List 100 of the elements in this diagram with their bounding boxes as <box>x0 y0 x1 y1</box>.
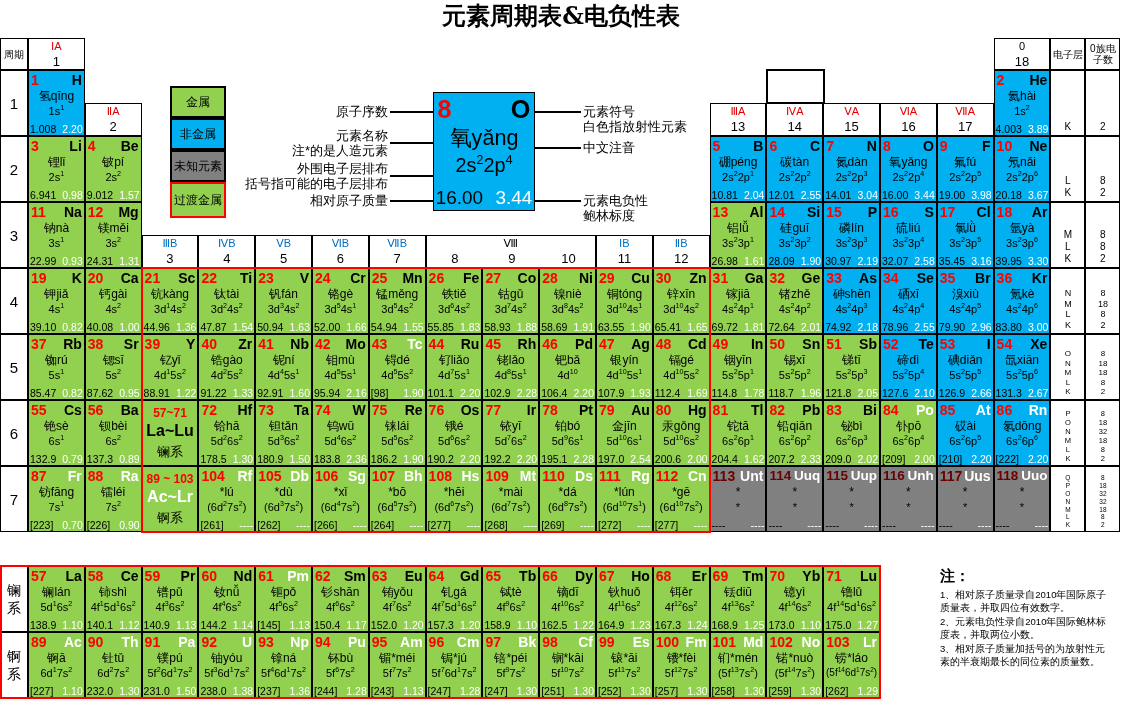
element-symbol: Xe <box>1030 337 1048 351</box>
series-label: 镧系 <box>7 580 21 618</box>
callout-text: 鲍林标度 <box>583 208 635 223</box>
electronegativity: 1.93 <box>630 387 651 398</box>
column-heading: 周期 <box>3 48 25 60</box>
callout-text: 相对原子质量 <box>310 193 388 208</box>
electronegativity: 1.30 <box>800 685 822 696</box>
element-name: 钫fāng <box>38 486 75 498</box>
electronegativity: ---- <box>636 519 651 530</box>
element-symbol: Cd <box>687 337 707 351</box>
element-name: 铷rú <box>45 354 68 366</box>
group-name: ⅢA <box>730 106 746 117</box>
electron-configuration: (6d$^{10}$7s$^{1}$) <box>602 502 646 513</box>
atomic-number: 104 <box>201 469 225 483</box>
element-cell <box>84 136 142 202</box>
element-cell <box>993 334 1051 400</box>
element-name: 氯lǜ <box>954 222 976 234</box>
element-name: 钕nǚ <box>214 586 240 598</box>
atomic-mass: 114.8 <box>711 387 738 398</box>
electronegativity: 0.79 <box>62 453 83 464</box>
atomic-number: 6 <box>769 139 778 153</box>
element-symbol: Rf <box>237 469 253 483</box>
electron-configuration: 2s$^{2}$ <box>105 172 121 183</box>
period-number: 1 <box>9 95 19 111</box>
atomic-mass: 26.98 <box>711 255 738 266</box>
element-symbol: No <box>801 635 821 649</box>
element-symbol: Cm <box>456 635 480 649</box>
electronegativity: 1.10 <box>62 685 83 696</box>
atomic-mass: 204.4 <box>711 453 738 464</box>
atomic-number: 69 <box>712 569 729 583</box>
electron-configuration: (6d$^{10}$7s$^{2}$) <box>659 502 703 513</box>
element-cell <box>482 334 540 400</box>
atomic-number: 48 <box>655 337 672 351</box>
element-cell <box>709 202 767 268</box>
element-cell <box>312 268 369 334</box>
element-cell <box>312 566 369 632</box>
element-symbol: Bk <box>518 635 537 649</box>
atomic-number: 23 <box>258 271 274 285</box>
electronegativity: 3.30 <box>1027 255 1049 266</box>
element-cell <box>84 268 142 334</box>
element-symbol: Tm <box>742 569 764 583</box>
atomic-mass: 22.99 <box>30 255 57 266</box>
element-cell <box>312 466 369 532</box>
element-name: 铒ěr <box>669 586 693 598</box>
atomic-number: 22 <box>201 271 217 285</box>
period-number: 2 <box>9 161 19 177</box>
group-number: 11 <box>617 252 632 265</box>
electronegativity: 1.61 <box>743 255 765 266</box>
element-name: 铯sè <box>44 420 69 432</box>
atomic-mass: 101.1 <box>427 387 454 398</box>
atomic-number: 25 <box>371 271 388 285</box>
element-symbol: Ga <box>744 271 764 285</box>
element-name: 铝lǚ <box>727 222 749 234</box>
element-name: 氢qīng <box>38 90 75 102</box>
atomic-number: 90 <box>87 635 104 649</box>
element-symbol: U <box>242 635 253 649</box>
element-cell <box>652 566 710 632</box>
electronegativity: 3.44 <box>495 189 533 209</box>
element-cell <box>28 334 85 400</box>
electronegativity: 1.88 <box>516 321 538 332</box>
series-name: 镧系 <box>157 445 183 458</box>
shell-list: 8 8 2 <box>1100 229 1106 265</box>
element-name: *dù <box>274 486 293 498</box>
group-name: ⅤB <box>276 238 291 249</box>
element-cell <box>993 400 1051 466</box>
group-number: 9 <box>508 252 516 265</box>
element-cell <box>766 202 824 268</box>
electronegativity: 1.30 <box>119 685 140 696</box>
element-cell <box>880 400 937 466</box>
atomic-number: 71 <box>826 569 842 583</box>
electronegativity: 2.28 <box>516 387 538 398</box>
element-name: *hēi <box>443 486 465 498</box>
leader-line <box>534 111 582 113</box>
electronegativity: 2.66 <box>971 387 992 398</box>
element-cell <box>482 466 540 532</box>
atomic-number: 108 <box>428 469 452 483</box>
electronegativity: 1.30 <box>630 685 651 696</box>
electronegativity: 2.16 <box>346 387 367 398</box>
element-symbol: Pr <box>180 569 196 583</box>
atomic-mass: [252] <box>598 685 622 696</box>
atomic-number: 16 <box>883 205 899 219</box>
electronegativity: 2.58 <box>914 255 935 266</box>
group-number: 8 <box>451 252 459 265</box>
electron-configuration: 5s$^{2}$5p$^{1}$ <box>722 370 754 381</box>
atomic-number: 98 <box>542 635 558 649</box>
element-symbol: Ne <box>1029 139 1048 153</box>
atomic-mass: 91.22 <box>200 387 227 398</box>
atomic-mass: 54.94 <box>370 321 398 332</box>
electron-configuration: 5s$^{2}$5p$^{4}$ <box>892 370 925 381</box>
group-name: ⅣA <box>786 106 804 117</box>
element-name: 碲dì <box>897 354 920 366</box>
element-symbol: Ni <box>579 271 593 285</box>
electronegativity: 2.19 <box>857 255 878 266</box>
atomic-number: 14 <box>769 205 785 219</box>
element-cell <box>596 400 653 466</box>
atomic-mass: [262] <box>257 519 281 530</box>
atomic-number: 34 <box>883 271 899 285</box>
element-cell <box>539 400 596 466</box>
element-symbol: He <box>1029 73 1048 87</box>
element-cell <box>482 632 540 698</box>
